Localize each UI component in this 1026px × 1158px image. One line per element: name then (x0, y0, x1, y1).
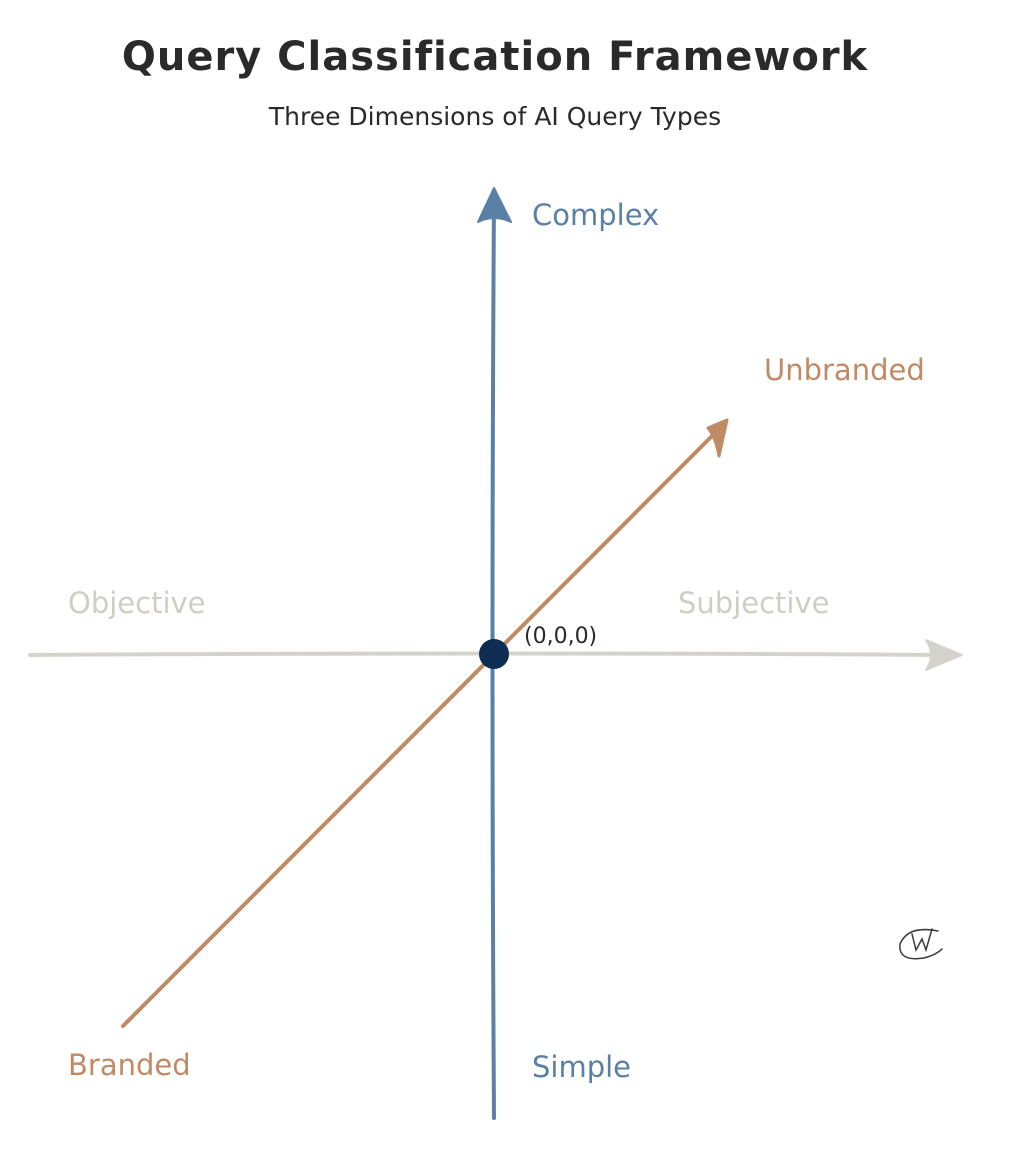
origin-point (479, 639, 509, 669)
vertical-axis-arrowhead (477, 187, 512, 223)
objective-label: Objective (68, 586, 206, 620)
diagram-subtitle: Three Dimensions of AI Query Types (268, 102, 722, 131)
complex-label: Complex (532, 198, 660, 232)
simple-label: Simple (532, 1050, 632, 1084)
unbranded-label: Unbranded (764, 353, 925, 387)
diagram-title: Query Classification Framework (121, 34, 869, 80)
branded-label: Branded (68, 1048, 191, 1082)
diagonal-axis-arrowhead (706, 418, 729, 458)
origin-label: (0,0,0) (524, 624, 598, 649)
subjective-label: Subjective (678, 586, 830, 620)
diagonal-axis-line (121, 422, 726, 1028)
signature-logo (899, 928, 943, 960)
horizontal-axis-arrowhead (925, 639, 963, 671)
